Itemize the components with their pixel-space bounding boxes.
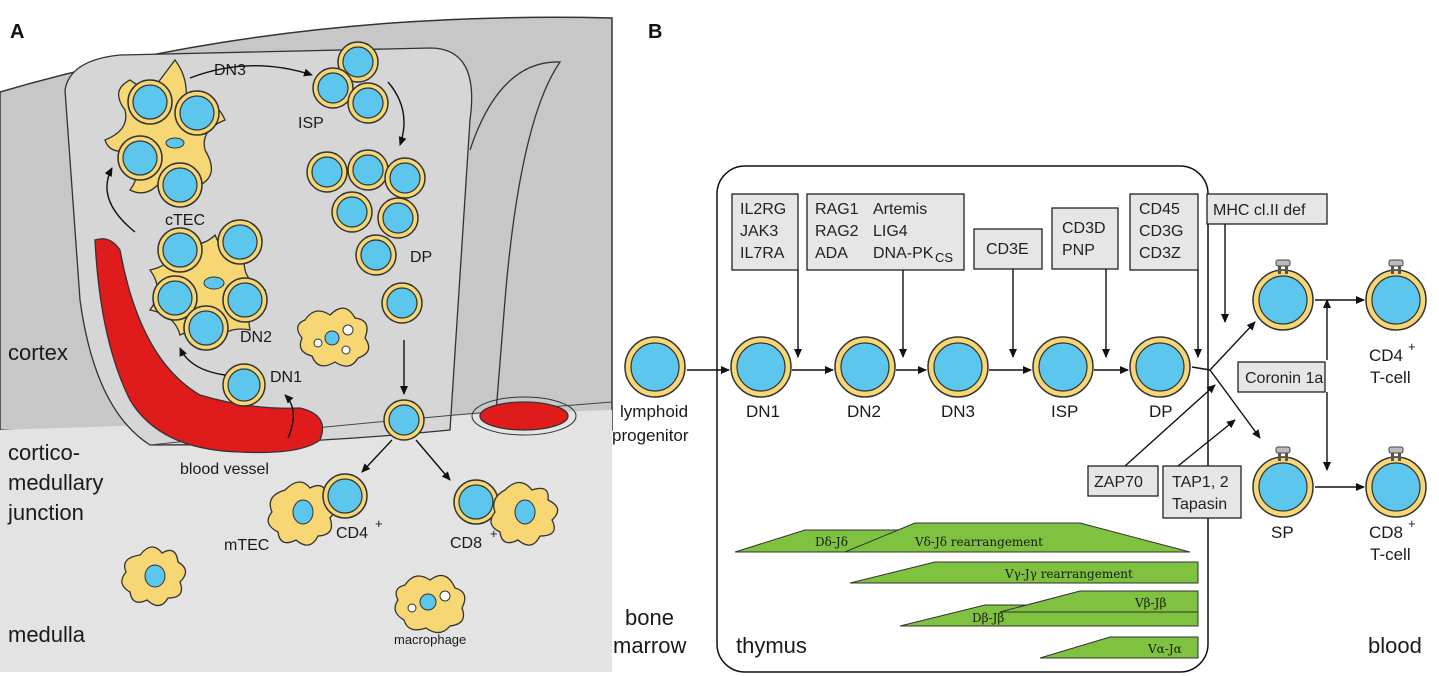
bar-vb-jb xyxy=(999,590,1199,613)
label-isp-a: ISP xyxy=(298,115,324,132)
label-dn1-a: DN1 xyxy=(270,369,302,386)
gene-box-8: ZAP70 xyxy=(1087,465,1159,497)
panel-b: B IL2RG JAK3 IL7RA RAG1 RAG2 ADA Artemis… xyxy=(612,21,1427,673)
svg-text:CS: CS xyxy=(935,250,953,265)
text-db-jb: Dβ-Jβ xyxy=(972,611,1004,625)
label-cd8-tcell: T-cell xyxy=(1370,545,1411,564)
label-sp: SP xyxy=(1271,523,1294,542)
label-cd4-b: CD4 xyxy=(1369,346,1403,365)
cell-isp xyxy=(1032,336,1094,398)
cell-lymphoid-progenitor xyxy=(624,336,686,398)
label-bone: bone xyxy=(625,605,674,630)
label-cd8-a-plus: + xyxy=(490,526,498,541)
svg-text:CD3Z: CD3Z xyxy=(1139,245,1181,262)
label-lymphoid: lymphoid xyxy=(620,402,688,421)
svg-text:RAG2: RAG2 xyxy=(815,223,859,240)
label-cd8-a: CD8 xyxy=(450,535,482,552)
svg-text:Coronin 1a: Coronin 1a xyxy=(1245,370,1323,387)
bar-vd-jd xyxy=(844,522,1191,553)
cell-cd4-tcell xyxy=(1365,259,1427,331)
thymus-compartment xyxy=(716,165,1209,673)
label-macrophage: macrophage xyxy=(394,632,466,647)
panel-a-letter: A xyxy=(10,21,24,43)
svg-text:IL7RA: IL7RA xyxy=(740,245,785,262)
region-cmj-line2: medullary xyxy=(8,470,103,495)
gene-box-7: Coronin 1a xyxy=(1237,361,1326,393)
region-medulla: medulla xyxy=(8,622,86,647)
label-cd8-b: CD8 xyxy=(1369,523,1403,542)
gene-box-3: CD3E xyxy=(973,228,1043,270)
label-cd4-a-plus: + xyxy=(375,516,383,531)
svg-text:ZAP70: ZAP70 xyxy=(1094,474,1143,491)
label-progenitor: progenitor xyxy=(612,426,689,445)
svg-text:ADA: ADA xyxy=(815,245,848,262)
svg-text:CD3D: CD3D xyxy=(1062,220,1106,237)
label-dn2: DN2 xyxy=(847,402,881,421)
dp-cells xyxy=(306,149,426,324)
svg-text:CD3G: CD3G xyxy=(1139,223,1183,240)
gene-box-1: IL2RG JAK3 IL7RA xyxy=(731,193,799,271)
label-cd8-b-plus: + xyxy=(1408,516,1416,531)
label-blood-vessel: blood vessel xyxy=(180,461,269,478)
label-thymus: thymus xyxy=(736,633,807,658)
svg-text:LIG4: LIG4 xyxy=(873,223,908,240)
dn2-cells xyxy=(152,219,268,351)
inner-septum xyxy=(469,61,562,426)
svg-text:Artemis: Artemis xyxy=(873,201,927,218)
gene-box-5: CD45 CD3G CD3Z xyxy=(1129,193,1199,271)
cell-dp xyxy=(1129,336,1191,398)
cell-dn1 xyxy=(730,336,792,398)
label-marrow: marrow xyxy=(613,633,686,658)
label-ctec: cTEC xyxy=(165,212,205,229)
blood-vessel-2 xyxy=(479,401,569,431)
svg-text:DNA-PK: DNA-PK xyxy=(873,245,934,262)
text-vb-jb: Vβ-Jβ xyxy=(1134,596,1166,610)
label-cd4-tcell: T-cell xyxy=(1370,368,1411,387)
svg-text:CD3E: CD3E xyxy=(986,241,1029,258)
bar-vg-jg xyxy=(849,561,1199,584)
gene-box-2: RAG1 RAG2 ADA Artemis LIG4 DNA-PK CS xyxy=(806,193,965,271)
svg-text:TAP1, 2: TAP1, 2 xyxy=(1172,474,1229,491)
cell-dn2 xyxy=(834,336,896,398)
bar-va-ja xyxy=(1039,636,1199,659)
dn3-cells xyxy=(117,79,220,208)
label-dp-a: DP xyxy=(410,249,432,266)
cell-sp-cd4 xyxy=(1252,259,1314,331)
label-cd4-b-plus: + xyxy=(1408,339,1416,354)
blood-vessel xyxy=(94,238,324,454)
region-cortex: cortex xyxy=(8,340,68,365)
gene-box-4: CD3D PNP xyxy=(1051,207,1119,270)
panel-b-letter: B xyxy=(648,21,662,43)
svg-text:JAK3: JAK3 xyxy=(740,223,778,240)
label-blood: blood xyxy=(1368,633,1422,658)
svg-text:MHC cl.II def: MHC cl.II def xyxy=(1213,202,1306,219)
svg-text:RAG1: RAG1 xyxy=(815,201,859,218)
label-dn3-a: DN3 xyxy=(214,62,246,79)
label-cd4-a: CD4 xyxy=(336,525,368,542)
region-cmj-line3: junction xyxy=(7,500,84,525)
svg-text:PNP: PNP xyxy=(1062,242,1095,259)
region-cmj-line1: cortico- xyxy=(8,440,80,465)
cell-dn3 xyxy=(927,336,989,398)
svg-text:CD45: CD45 xyxy=(1139,201,1180,218)
text-vg-jg: Vγ-Jγ rearrangement xyxy=(1004,567,1133,581)
gene-box-9: TAP1, 2 Tapasin xyxy=(1162,465,1242,519)
text-va-ja: Vα-Jα xyxy=(1147,642,1182,656)
label-isp: ISP xyxy=(1051,402,1078,421)
gene-box-6: MHC cl.II def xyxy=(1206,193,1328,225)
isp-cells xyxy=(312,41,389,124)
cell-sp-cd8 xyxy=(1252,446,1314,518)
text-vd-jd: Vδ-Jδ rearrangement xyxy=(914,535,1043,549)
label-dn2-a: DN2 xyxy=(240,329,272,346)
svg-text:IL2RG: IL2RG xyxy=(740,201,786,218)
cell-cd8-tcell xyxy=(1365,446,1427,518)
svg-text:Tapasin: Tapasin xyxy=(1172,496,1227,513)
text-dd-jd: Dδ-Jδ xyxy=(815,535,848,549)
panel-a: A cortex cortico- medullary junction med… xyxy=(0,16,613,672)
label-mtec: mTEC xyxy=(224,537,269,554)
label-dp: DP xyxy=(1149,402,1173,421)
label-dn3: DN3 xyxy=(941,402,975,421)
label-dn1: DN1 xyxy=(746,402,780,421)
